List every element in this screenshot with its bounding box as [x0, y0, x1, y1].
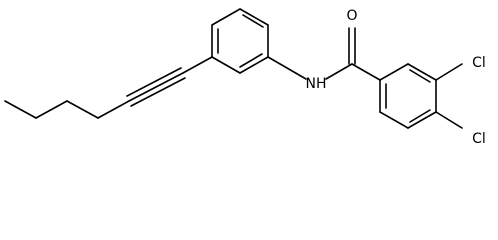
chlorine-4-label: Cl: [472, 131, 486, 147]
bond-to-chlorine-3: [435, 63, 463, 81]
bond-chain-3: [66, 100, 99, 119]
left-ring-bond-5: [239, 56, 269, 74]
bond-carbonyl-to-ring: [351, 63, 381, 81]
right-ring-bond-5: [379, 111, 409, 129]
triple-bond-line-2: [130, 77, 186, 107]
left-ring-double-3: [239, 53, 263, 68]
left-ring-double-2: [242, 14, 264, 28]
bond-to-chlorine-4: [435, 111, 463, 129]
right-ring-bond-1: [379, 63, 409, 81]
left-ring-bond-6: [211, 56, 241, 74]
oxygen-label: O: [346, 8, 357, 24]
chemical-structure-diagram: O NH Cl Cl: [4, 8, 486, 147]
right-ring-double-2: [409, 69, 431, 83]
right-ring-bond-2: [407, 63, 437, 81]
left-ring-bond-2: [211, 8, 241, 26]
right-ring-double-3: [409, 109, 431, 123]
structure-canvas: O NH Cl Cl: [4, 8, 486, 147]
left-ring-bond-3: [239, 8, 269, 26]
chlorine-3-label: Cl: [472, 55, 486, 71]
bond-chain-1: [4, 100, 37, 119]
bond-ring-to-nitrogen: [267, 56, 307, 80]
right-ring-bond-4: [407, 111, 437, 129]
bond-chain-4: [97, 100, 130, 119]
triple-bond-line-1: [128, 72, 184, 102]
amide-nitrogen-label: NH: [306, 76, 327, 92]
bond-chain-2: [35, 100, 68, 119]
bond-nitrogen-to-carbonyl: [325, 63, 353, 80]
triple-bond-line-3: [126, 67, 182, 97]
bond-alkyne-to-ring: [182, 56, 213, 74]
